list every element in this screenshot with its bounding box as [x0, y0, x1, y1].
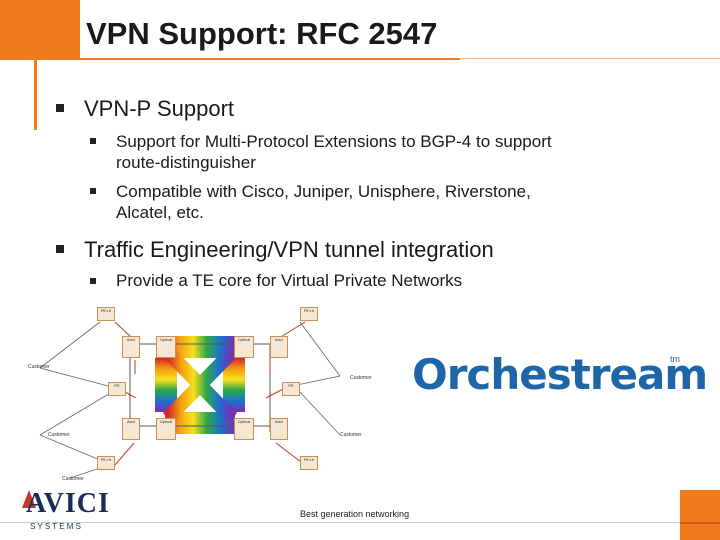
sub-bullet-compat-line2: Alcatel, etc. [116, 203, 204, 222]
optical-switch-bottom-right: Optical [234, 418, 254, 440]
optical-link-right [223, 358, 245, 412]
title-underline-right [460, 58, 720, 59]
top-left-accent-rule [34, 40, 37, 130]
sub-bullet-marker [90, 138, 96, 144]
avici-logo-subtitle: S Y S T E M S [30, 522, 81, 531]
optical-link-left [155, 358, 177, 412]
sub-bullet-mp-bgp-line1: Support for Multi-Protocol Extensions to… [116, 132, 552, 151]
avici-logo: AVICI [26, 488, 110, 519]
footer-rule [0, 522, 720, 523]
customer-label-right-top: Customer [350, 375, 372, 381]
avici-router-bottom-right: Avici [270, 418, 288, 440]
te-core-diagram [39, 321, 341, 479]
avici-router-top-left: Avici [122, 336, 140, 358]
footer-rule-accent [680, 522, 720, 524]
customer-label-right-bottom: Customer [340, 432, 362, 438]
sub-bullet-marker [90, 278, 96, 284]
pe-left: PE [108, 382, 126, 396]
bullet-vpnp: VPN-P Support [84, 96, 235, 121]
sub-bullet-marker [90, 188, 96, 194]
customer-label-bottom: Customer [62, 476, 84, 482]
pe-right: PE [282, 382, 300, 396]
optical-switch-bottom-left: Optical [156, 418, 176, 440]
bullet-te: Traffic Engineering/VPN tunnel integrati… [84, 237, 494, 262]
customer-label-left-bottom: Customer [48, 432, 70, 438]
page-title: VPN Support: RFC 2547 [86, 16, 438, 51]
optical-link-diagonal [162, 347, 238, 423]
optical-switch-top-right: Optical [234, 336, 254, 358]
optical-link-top [165, 336, 235, 358]
optical-link-bottom [165, 412, 235, 434]
top-left-accent-block [0, 0, 80, 60]
optical-switch-top-left: Optical [156, 336, 176, 358]
bottom-right-accent-block [680, 490, 720, 540]
bullet-marker [56, 245, 64, 253]
sub-bullet-mp-bgp-line2: route-distinguisher [116, 153, 256, 172]
customer-label-left-top: Customer [28, 364, 50, 370]
pe-router-top-right: PE-rtr [300, 307, 318, 321]
bullet-marker [56, 104, 64, 112]
avici-router-top-right: Avici [270, 336, 288, 358]
sub-bullet-compat-line1: Compatible with Cisco, Juniper, Unispher… [116, 182, 531, 201]
sub-bullet-te-core: Provide a TE core for Virtual Private Ne… [116, 271, 463, 290]
avici-router-bottom-left: Avici [122, 418, 140, 440]
pe-router-bottom-left: PE-rtr [97, 456, 115, 470]
pe-router-bottom-right: PE-rtr [300, 456, 318, 470]
orchestream-trademark: tm [670, 354, 680, 364]
orchestream-logo: Orchestream [412, 350, 708, 399]
pe-router-top-left: PE-rtr [97, 307, 115, 321]
footer-tagline: Best generation networking [300, 509, 410, 519]
title-underline [80, 58, 460, 60]
router-frame [129, 343, 271, 427]
